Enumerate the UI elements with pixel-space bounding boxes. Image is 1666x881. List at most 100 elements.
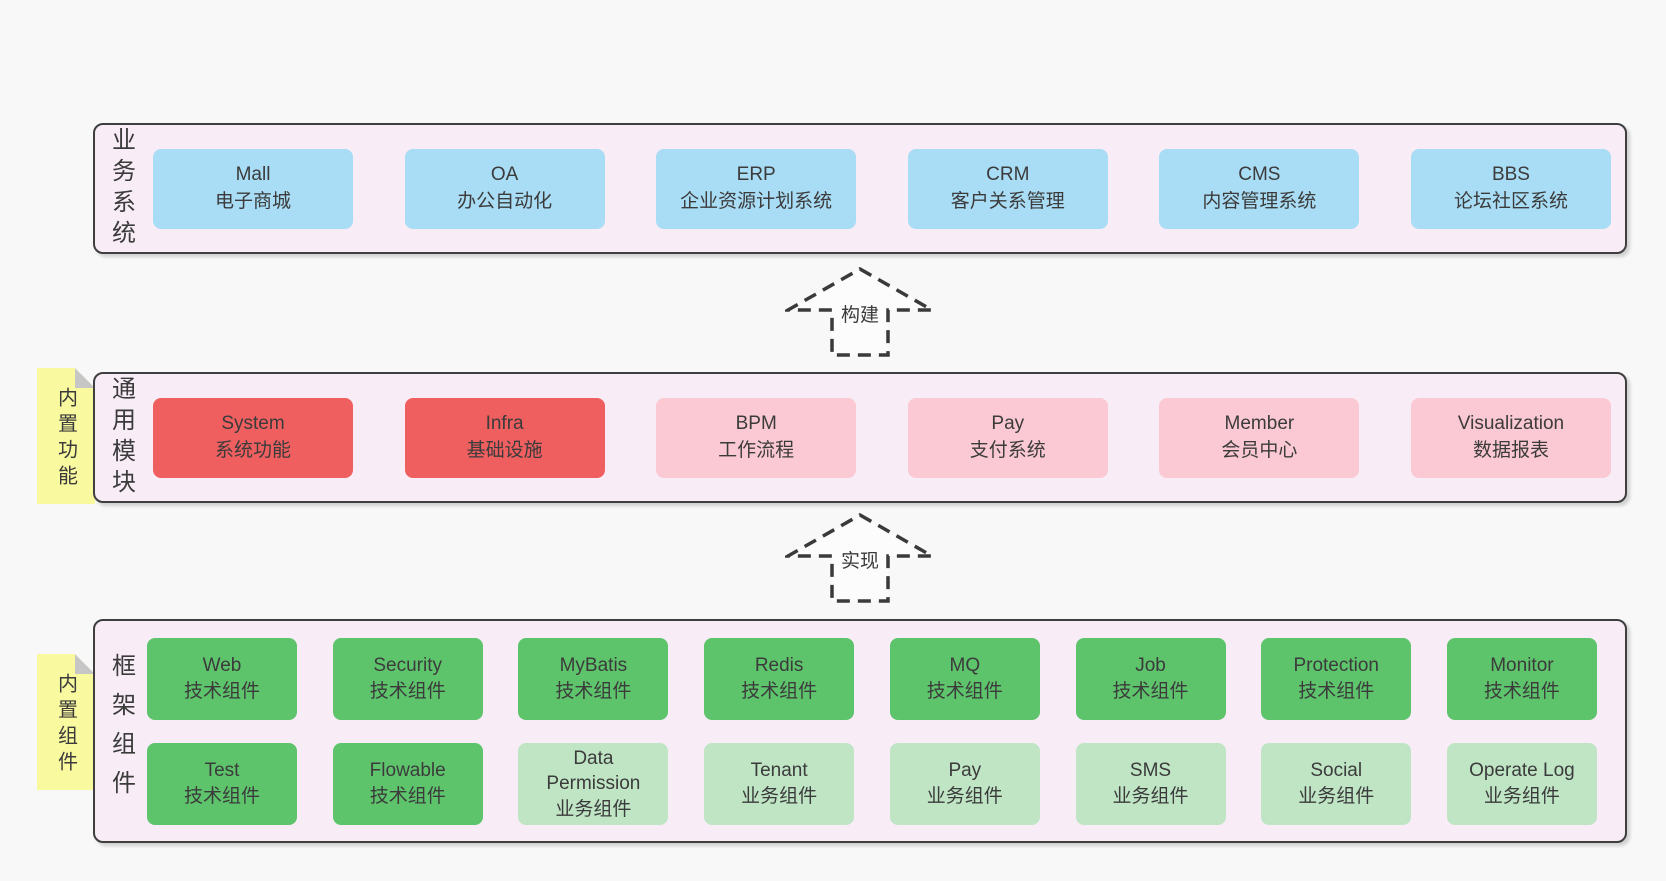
box-web: Web 技术组件 xyxy=(147,638,297,720)
box-title: Infra xyxy=(485,413,524,435)
box-title: Mall xyxy=(235,164,271,186)
box-title: ERP xyxy=(736,164,776,186)
box-subtitle: 技术组件 xyxy=(1112,681,1189,702)
box-operate-log: Operate Log 业务组件 xyxy=(1446,743,1597,825)
box-title: Pay xyxy=(948,760,982,782)
box-title: Operate Log xyxy=(1469,760,1575,782)
arrow-label: 构建 xyxy=(837,300,883,327)
box-title: MQ xyxy=(949,655,981,677)
sticky-note-built-in-features: 内置功能 xyxy=(37,368,95,504)
box-title: Tenant xyxy=(750,760,808,782)
box-subtitle: 技术组件 xyxy=(1483,681,1560,702)
box-subtitle: 数据报表 xyxy=(1472,440,1549,461)
box-title: Member xyxy=(1224,413,1295,435)
box-title: Job xyxy=(1135,655,1166,677)
box-title: Protection xyxy=(1293,655,1379,677)
note-label: 内置组件 xyxy=(54,673,77,777)
box-erp: ERP 企业资源计划系统 xyxy=(656,149,857,229)
box-subtitle: 业务组件 xyxy=(1483,786,1560,807)
box-subtitle: 技术组件 xyxy=(183,786,260,807)
box-subtitle: 内容管理系统 xyxy=(1202,191,1317,212)
box-cms: CMS 内容管理系统 xyxy=(1159,149,1360,229)
layer-label: 业务系统 xyxy=(95,125,147,252)
box-subtitle: 会员中心 xyxy=(1221,440,1298,461)
box-title: Web xyxy=(202,655,242,677)
box-subtitle: 技术组件 xyxy=(741,681,818,702)
implement-arrow: 实现 xyxy=(785,512,935,604)
box-subtitle: 业务组件 xyxy=(1298,786,1375,807)
layer-label: 框架组件 xyxy=(95,621,147,841)
box-title: Redis xyxy=(754,655,804,677)
box-title: System xyxy=(221,413,285,435)
box-oa: OA 办公自动化 xyxy=(404,149,605,229)
box-crm: CRM 客户关系管理 xyxy=(907,149,1108,229)
box-title: BBS xyxy=(1491,164,1530,186)
box-subtitle: 工作流程 xyxy=(718,440,795,461)
box-pay: Pay 业务组件 xyxy=(889,743,1040,825)
box-bpm: BPM 工作流程 xyxy=(656,398,857,478)
note-label: 内置功能 xyxy=(54,387,77,491)
box-subtitle: 办公自动化 xyxy=(457,191,553,212)
box-mybatis: MyBatis 技术组件 xyxy=(518,638,669,720)
box-subtitle: 论坛社区系统 xyxy=(1453,191,1568,212)
box-title: Security xyxy=(373,655,443,677)
box-title: Visualization xyxy=(1457,413,1565,435)
build-arrow: 构建 xyxy=(785,266,935,358)
layer-boxes: Mall 电子商城 OA 办公自动化 ERP 企业资源计划系统 CRM 客户关系管理 CMS 内容… xyxy=(147,125,1625,252)
layer-label-text: 框架组件 xyxy=(107,653,135,809)
box-security: Security 技术组件 xyxy=(332,638,483,720)
box-title: CMS xyxy=(1238,164,1281,186)
box-subtitle: 业务组件 xyxy=(1112,786,1189,807)
folded-corner-icon xyxy=(75,368,95,388)
box-monitor: Monitor 技术组件 xyxy=(1446,638,1597,720)
sticky-note-built-in-components: 内置组件 xyxy=(37,654,95,790)
box-redis: Redis 技术组件 xyxy=(704,638,855,720)
arrow-label: 实现 xyxy=(837,546,883,573)
box-title: Monitor xyxy=(1490,655,1554,677)
box-title: CRM xyxy=(986,164,1030,186)
box-subtitle: 技术组件 xyxy=(183,681,260,702)
layer-label-text: 通用模块 xyxy=(107,375,135,500)
box-social: Social 业务组件 xyxy=(1261,743,1412,825)
layer-business-systems: 业务系统 Mall 电子商城 OA 办公自动化 ERP 企业资源计划系统 CRM 客户关系管理… xyxy=(93,123,1627,254)
folded-corner-icon xyxy=(75,654,95,674)
box-title: Data Permission xyxy=(546,747,641,795)
box-visualization: Visualization 数据报表 xyxy=(1410,398,1611,478)
box-subtitle: 客户关系管理 xyxy=(950,191,1065,212)
box-title: BPM xyxy=(735,413,777,435)
box-subtitle: 技术组件 xyxy=(555,681,632,702)
box-title: Pay xyxy=(991,413,1025,435)
box-subtitle: 技术组件 xyxy=(1298,681,1375,702)
layer-label: 通用模块 xyxy=(95,374,147,501)
box-title: OA xyxy=(490,164,519,186)
box-subtitle: 电子商城 xyxy=(214,191,291,212)
box-title: Social xyxy=(1310,760,1363,782)
box-subtitle: 基础设施 xyxy=(466,440,543,461)
box-subtitle: 企业资源计划系统 xyxy=(680,191,833,212)
box-protection: Protection 技术组件 xyxy=(1261,638,1412,720)
box-subtitle: 业务组件 xyxy=(926,786,1003,807)
box-mq: MQ 技术组件 xyxy=(889,638,1040,720)
box-job: Job 技术组件 xyxy=(1075,638,1226,720)
box-title: MyBatis xyxy=(559,655,628,677)
box-subtitle: 技术组件 xyxy=(369,681,446,702)
box-subtitle: 技术组件 xyxy=(926,681,1003,702)
layer-label-text: 业务系统 xyxy=(107,126,135,251)
box-title: Flowable xyxy=(369,760,446,782)
box-mall: Mall 电子商城 xyxy=(153,149,353,229)
